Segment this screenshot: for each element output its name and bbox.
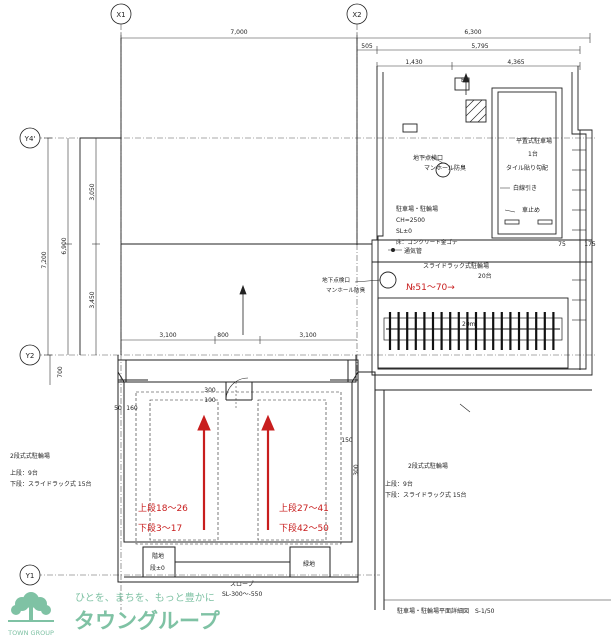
brand-tagline: ひとを、まちを、もっと豊かに [75,591,215,604]
label-tsuukikan: 通気管 [404,247,422,255]
label-hiraoki: 平置式駐車場 [516,137,552,145]
dim-5795: 5,795 [471,43,488,50]
title-block: 駐車場・駐輪場平面詳細図 S-1/50 [384,599,611,615]
slope-arrow-icon [459,403,471,413]
annot-range-top: №51〜70→ [406,283,455,293]
brand-en: TOWN GROUP [7,629,54,637]
dim-4365: 4,365 [507,59,524,66]
dim-150: 150 [341,437,353,444]
annot-right-lower: 下段42〜50 [279,522,329,534]
title-block-text: 駐車場・駐輪場平面詳細図 S-1/50 [397,607,495,615]
dim-7200: 7,200 [41,251,48,268]
grid-bubble-y1 [19,564,41,586]
hatch-box [465,99,487,123]
building-outline [79,38,593,376]
dim-100: 100 [204,397,216,404]
grid-label-y4: Y4' [24,135,36,143]
label-slope-sl: SL-300〜-550 [222,591,262,598]
label-slide-rack: スライドラック式駐輪場 [423,262,489,270]
dim-3100-a: 3,100 [159,332,176,339]
dim-800: 800 [217,332,229,339]
dim-6900: 6,900 [61,237,68,254]
red-arrow-left-head [197,414,211,431]
grid-label-y1: Y1 [25,572,35,580]
dim-6300: 6,300 [464,29,481,36]
label-chika-mid-2: マンホール防臭 [326,286,366,294]
red-arrow-right-head [261,414,275,431]
label-lot-3: SL±0 [396,228,412,235]
grid-label-x2: X2 [352,11,361,19]
dimension-lines [44,33,591,385]
dim-3100-b: 3,100 [299,332,316,339]
label-lot-4: 床：コンクリート金ゴテ [396,238,458,246]
dim-7000: 7,000 [230,29,247,36]
label-shirosen: 白線引き [513,184,537,192]
bicycle-rack [377,297,569,369]
door-swing [225,377,249,401]
dim-3050: 3,050 [89,183,96,200]
wall-ticks [572,149,586,321]
label-lot-1: 駐車場・駐輪場 [396,205,438,213]
wheel-stops [504,219,553,225]
label-nitan-right-3: 下段：スライドラック式 15台 [385,491,467,499]
label-nitan-right-1: 2段式式駐輪場 [408,462,448,470]
label-nitan-right-2: 上段：9台 [385,480,413,488]
label-kaidan-left-2: 段±0 [150,564,165,572]
annot-left-upper: 上段18〜26 [138,502,188,514]
grid-bubble-y2 [19,344,41,366]
manhole-lower-icon [379,271,397,289]
label-lot-2: CH=2500 [396,217,425,224]
label-tile: タイル貼り勾配 [506,164,548,172]
north-arrow-icon [239,72,470,335]
rack-bikes [388,312,555,350]
grid-bubbles [19,3,368,586]
dim-160: 160 [126,405,138,412]
label-chika-mid-1: 地下点検口 [322,276,350,284]
label-nitan-left-1: 2段式式駐輪場 [10,452,50,460]
tree-logo-icon [8,592,54,622]
town-group-watermark: TOWN GROUP ひとを、まちを、もっと豊かに タウングループ [0,586,221,640]
dim-75: 75 [558,241,566,248]
dim-20m: 20m [462,321,476,328]
label-chika-top-2: マンホール防臭 [424,164,466,172]
annot-right-upper: 上段27〜41 [279,502,329,514]
north-label: B [461,77,465,84]
dim-3450: 3,450 [89,291,96,308]
dim-1430: 1,430 [405,59,422,66]
grid-bubble-x1 [110,3,132,25]
vent-pipe-icon [391,248,395,252]
dim-700: 700 [57,366,64,378]
red-arrows [197,414,275,530]
label-slide-count: 20台 [478,272,492,280]
label-nitan-left-3: 下段：スライドラック式 15台 [10,480,92,488]
grid-bubble-y4 [19,127,41,149]
label-kaidan-right: 緑地 [303,560,315,568]
dim-505: 505 [361,43,373,50]
lower-room-walls [117,355,592,610]
label-hiraoki-count: 1台 [528,150,538,158]
label-slope: スロープ [230,581,254,588]
grid-label-x1: X1 [116,11,125,19]
dim-300: 300 [204,387,216,394]
dim-175: 175 [584,241,596,248]
dim-300-b: 300 [353,464,360,476]
label-kurumadome: 車止め [522,206,540,214]
label-kaidan-left-1: 階地 [152,552,164,560]
label-chika-top-1: 地下点検口 [413,154,443,162]
label-nitan-left-2: 上段：9台 [10,469,38,477]
grid-label-y2: Y2 [25,352,35,360]
grid-bubble-x2 [346,3,368,25]
brand-jp: タウングループ [74,609,221,633]
annot-left-lower: 下段3〜17 [138,522,182,534]
